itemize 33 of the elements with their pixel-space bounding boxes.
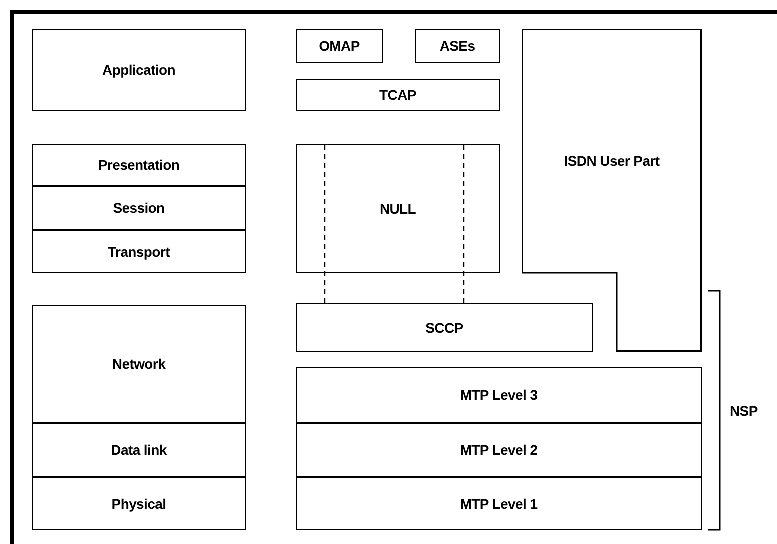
layer-label: MTP Level 1 [460,496,538,512]
protocol-layer-box [296,477,702,530]
layer-label: NULL [380,200,416,216]
protocol-layer-box [32,144,246,186]
layer-label: Physical [112,496,166,512]
protocol-layer-box [296,303,593,352]
protocol-layer-box [32,305,246,423]
layer-label: OMAP [319,38,360,54]
layer-label: Presentation [98,157,180,173]
protocol-layer-box [415,29,500,63]
layer-label: SCCP [426,320,464,336]
layer-label: TCAP [380,87,416,103]
protocol-layer-box [296,367,702,423]
protocol-layer-box [32,230,246,273]
layer-label: ASEs [440,38,476,54]
protocol-layer-box [32,29,246,111]
layer-label: Session [113,200,165,216]
protocol-layer-box [296,144,500,273]
protocol-layer-box [296,423,702,477]
layer-label: Data link [111,442,167,458]
protocol-layer-box [522,29,702,352]
protocol-layer-box [296,79,500,111]
bracket-label: NSP [730,403,758,419]
protocol-layer-box [296,29,383,63]
protocol-layer-box [32,423,246,477]
layer-label: ISDN User Part [564,153,660,169]
layer-label: MTP Level 2 [460,442,538,458]
layer-label: Network [112,356,166,372]
protocol-layer-box [32,477,246,530]
layer-label: MTP Level 3 [460,387,538,403]
layer-label: Application [102,62,176,78]
layer-label: Transport [108,244,170,260]
protocol-layer-box [32,186,246,230]
